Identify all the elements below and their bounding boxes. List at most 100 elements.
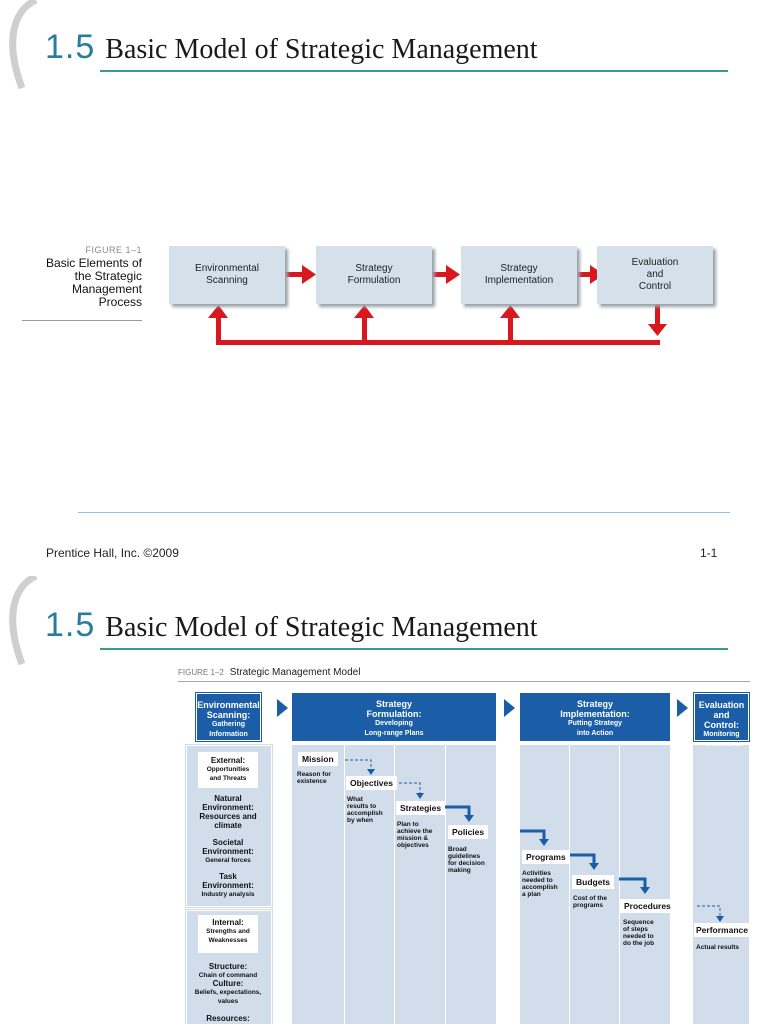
element-programs-label: Programs bbox=[522, 850, 570, 864]
element-procedures-desc: Sequence of steps needed to do the job bbox=[623, 919, 654, 947]
element-budgets-desc: Cost of the programs bbox=[573, 895, 607, 909]
slide-title-text: Basic Model of Strategic Management bbox=[105, 34, 538, 65]
header-evaluation-control: Evaluation and Control: Monitoring Perfo… bbox=[693, 692, 750, 748]
header-sub-line: Developing bbox=[375, 720, 413, 727]
element-mission-desc: Reason for existence bbox=[297, 771, 331, 785]
header-title-line: Formulation: bbox=[366, 709, 422, 719]
figure-title-line: the Strategic bbox=[74, 269, 142, 283]
figure-title-line: Process bbox=[98, 295, 142, 309]
desc-line: by when bbox=[347, 817, 374, 824]
header-sub-line: Monitoring bbox=[703, 731, 740, 738]
figure-1-1-caption: FIGURE 1–1 Basic Elements of the Strateg… bbox=[18, 244, 142, 309]
internal-sub-line: Weaknesses bbox=[208, 937, 248, 944]
item-desc-line: Industry analysis bbox=[201, 891, 255, 898]
header-sub-line: into Action bbox=[576, 730, 614, 737]
internal-title: Internal: Strengths and Weaknesses bbox=[186, 918, 270, 945]
item-desc-line: Beliefs, expectations, bbox=[194, 989, 262, 996]
header-strategy-implementation: Strategy Implementation: Putting Strateg… bbox=[520, 693, 670, 741]
desc-line: What bbox=[347, 796, 363, 803]
figure-caption-rule bbox=[22, 320, 142, 321]
footer-copyright: Prentice Hall, Inc. ©2009 bbox=[46, 546, 179, 560]
header-environmental-scanning: Environmental Scanning: Gathering Inform… bbox=[195, 692, 262, 742]
header-sub-line: Putting Strategy bbox=[567, 720, 623, 727]
column-divider bbox=[569, 745, 570, 1024]
title-rule bbox=[100, 648, 728, 650]
desc-line: objectives bbox=[397, 842, 429, 849]
desc-line: accomplish bbox=[522, 884, 558, 891]
header-title-line: and Control: bbox=[704, 710, 739, 730]
element-strategies-desc: Plan to achieve the mission & objectives bbox=[397, 821, 432, 849]
footer-rule bbox=[78, 512, 730, 513]
external-natural-environment: Natural Environment: Resources and clima… bbox=[186, 794, 270, 830]
internal-culture: Culture: Beliefs, expectations, values bbox=[182, 979, 274, 1006]
title-rule bbox=[100, 70, 728, 72]
evaluation-column bbox=[693, 745, 749, 1024]
header-title-line: Strategy bbox=[576, 699, 613, 709]
column-divider bbox=[344, 745, 345, 1024]
internal-title-box bbox=[198, 915, 258, 953]
internal-resources: Resources: bbox=[186, 1014, 270, 1023]
external-societal-environment: Societal Environment: General forces bbox=[186, 838, 270, 865]
external-sub-line: and Threats bbox=[209, 775, 247, 782]
element-programs-desc: Activities needed to accomplish a plan bbox=[522, 870, 558, 898]
item-title-line: Resources: bbox=[206, 1014, 250, 1023]
figure-title-line: Management bbox=[71, 282, 142, 296]
chevron-right-icon bbox=[504, 699, 515, 717]
item-desc-line: climate bbox=[214, 821, 242, 830]
element-objectives-label: Objectives bbox=[346, 776, 397, 790]
section-number: 1.5 bbox=[45, 28, 96, 66]
figure-1-1-arrows bbox=[208, 265, 667, 345]
column-divider bbox=[445, 745, 446, 1024]
desc-line: do the job bbox=[623, 940, 655, 947]
desc-line: Cost of the bbox=[573, 895, 607, 902]
header-sub-line: Long-range Plans bbox=[364, 730, 424, 737]
item-desc-line: Chain of command bbox=[198, 972, 258, 979]
header-sub-line: Performance bbox=[700, 741, 743, 748]
desc-line: making bbox=[448, 867, 471, 874]
item-title-line: Culture: bbox=[212, 979, 244, 988]
column-divider bbox=[619, 745, 620, 1024]
header-title-line: Strategy bbox=[375, 699, 412, 709]
header-strategy-formulation: Strategy Formulation: Developing Long-ra… bbox=[292, 693, 496, 741]
desc-line: guidelines bbox=[448, 853, 481, 860]
element-objectives-desc: What results to accomplish by when bbox=[347, 796, 383, 824]
desc-line: needed to bbox=[623, 933, 654, 940]
figure-label: FIGURE 1–2 bbox=[178, 668, 224, 677]
item-desc-line: Resources and bbox=[199, 812, 257, 821]
desc-line: needed to bbox=[522, 877, 553, 884]
header-title-line: Scanning: bbox=[206, 710, 251, 720]
slide-corner-arc bbox=[9, 576, 38, 666]
element-procedures-label: Procedures bbox=[620, 899, 675, 913]
box-line: and bbox=[646, 269, 664, 280]
desc-line: achieve the bbox=[397, 828, 433, 835]
desc-line: Actual results bbox=[696, 944, 739, 951]
desc-line: Sequence bbox=[623, 919, 654, 926]
external-task-environment: Task Environment: Industry analysis bbox=[186, 872, 270, 899]
item-title-line: Societal bbox=[212, 838, 244, 847]
element-performance-desc: Actual results bbox=[696, 944, 739, 951]
item-title-line: Environment: bbox=[202, 881, 254, 890]
box-line: Formulation bbox=[347, 275, 401, 286]
desc-line: Broad bbox=[448, 846, 467, 853]
item-title-line: Environment: bbox=[202, 847, 254, 856]
slide-title-text: Basic Model of Strategic Management bbox=[105, 612, 538, 643]
header-title-line: Environmental bbox=[197, 700, 260, 710]
desc-line: programs bbox=[573, 902, 603, 909]
figure-1-2-caption: FIGURE 1–2 Strategic Management Model bbox=[178, 667, 360, 678]
header-title-line: Implementation: bbox=[560, 709, 630, 719]
box-line: Environmental bbox=[195, 263, 259, 274]
box-line: Control bbox=[638, 281, 672, 292]
slide-title: 1.5 Basic Model of Strategic Management bbox=[45, 606, 538, 645]
footer-page-number: 1-1 bbox=[700, 546, 718, 560]
external-title: External: Opportunities and Threats bbox=[186, 756, 270, 783]
item-title-line: Task bbox=[219, 872, 237, 881]
slide-2: 1.5 Basic Model of Strategic Management F… bbox=[0, 576, 768, 1024]
section-number: 1.5 bbox=[45, 606, 96, 644]
figure-title: Strategic Management Model bbox=[229, 667, 361, 678]
desc-line: Activities bbox=[522, 870, 551, 877]
item-desc-line: General forces bbox=[205, 857, 251, 864]
item-title-line: Environment: bbox=[202, 803, 254, 812]
